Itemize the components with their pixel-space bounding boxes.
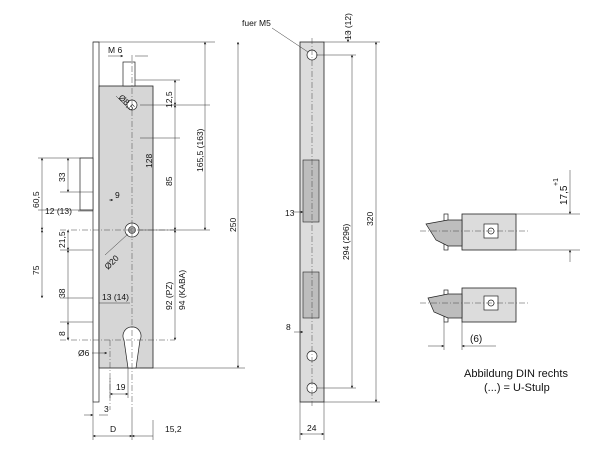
caption-line1: Abbildung DIN rechts bbox=[464, 368, 568, 380]
dim-320: 320 bbox=[365, 212, 375, 226]
latch-view-bottom: (6) bbox=[420, 287, 530, 350]
dim-33: 33 bbox=[57, 172, 67, 182]
label-fuer-m5: fuer M5 bbox=[242, 18, 271, 28]
dim-17-5: 17,5 bbox=[559, 185, 570, 205]
dim-19: 19 bbox=[116, 382, 126, 392]
dim-8-side: 8 bbox=[286, 322, 291, 332]
dim-3: 3 bbox=[104, 404, 109, 414]
dim-60-5: 60,5 bbox=[31, 191, 41, 208]
bolt-window bbox=[302, 271, 320, 319]
m6-screw-block bbox=[122, 61, 136, 87]
follower-stub bbox=[79, 157, 94, 211]
front-faceplate bbox=[92, 41, 100, 403]
latch-window bbox=[302, 159, 320, 223]
dim-m6: M 6 bbox=[108, 45, 122, 55]
dim-13-14: 13 (14) bbox=[102, 292, 129, 302]
dim-d: D bbox=[110, 424, 116, 434]
dim-128: 128 bbox=[144, 154, 154, 168]
dim-165-5: 165,5 (163) bbox=[195, 128, 205, 172]
dim-12-13: 12 (13) bbox=[45, 206, 72, 216]
dim-15-2: 15,2 bbox=[165, 424, 182, 434]
latch-bolt-top bbox=[425, 219, 463, 247]
dim-92: 92 (PZ) bbox=[164, 281, 174, 310]
dim-294: 294 (296) bbox=[341, 223, 351, 260]
dim-13-12: 13 (12) bbox=[343, 13, 353, 40]
latch-bolt-bottom bbox=[427, 293, 463, 319]
caption-line2: (...) = U-Stulp bbox=[484, 382, 550, 394]
dim-85: 85 bbox=[164, 176, 174, 186]
dim-8: 8 bbox=[57, 331, 67, 336]
dim-9: 9 bbox=[115, 190, 120, 200]
dim-94: 94 (KABA) bbox=[177, 270, 187, 310]
dim-6-latch: (6) bbox=[470, 334, 482, 345]
dim-38: 38 bbox=[57, 288, 67, 298]
front-view: 12,5 128 85 165,5 (163) 250 92 (PZ) 94 (… bbox=[31, 41, 245, 440]
dim-d6: Ø6 bbox=[78, 348, 90, 358]
dim-21-5: 21,5 bbox=[57, 231, 67, 248]
dim-13: 13 bbox=[285, 208, 295, 218]
dim-17-5-tol: +1 bbox=[553, 178, 560, 186]
dim-12-5: 12,5 bbox=[164, 91, 174, 108]
latch-view-top: 17,5 +1 bbox=[420, 170, 580, 262]
dim-250: 250 bbox=[228, 218, 238, 232]
dim-75: 75 bbox=[31, 265, 41, 275]
dim-24: 24 bbox=[307, 423, 317, 433]
side-view: fuer M5 13 (12) 294 (296) 320 13 8 24 bbox=[242, 13, 380, 440]
